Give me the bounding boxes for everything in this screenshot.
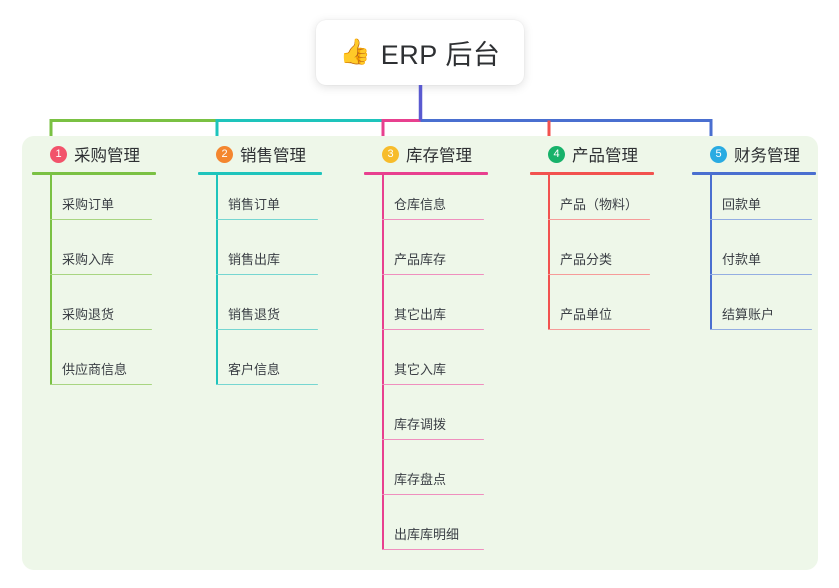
branch-leaf[interactable]: 库存调拨 bbox=[382, 410, 484, 440]
branch-leaf[interactable]: 采购退货 bbox=[50, 300, 152, 330]
thumbs-up-icon: 👍 bbox=[339, 38, 371, 66]
branch-leaf[interactable]: 库存盘点 bbox=[382, 465, 484, 495]
branch-leaf-rule bbox=[382, 273, 484, 275]
branches-panel bbox=[22, 136, 818, 570]
branch-header-rule bbox=[530, 172, 654, 175]
branch-number-badge: 5 bbox=[710, 145, 727, 163]
branch-number-badge: 1 bbox=[50, 145, 67, 163]
branch-number-badge: 4 bbox=[548, 145, 565, 163]
branch-leaf-rule bbox=[548, 273, 650, 275]
branch-leaf[interactable]: 仓库信息 bbox=[382, 190, 484, 220]
branch-leaf-rule bbox=[50, 383, 152, 385]
branch-leaf-rule bbox=[50, 218, 152, 220]
branch-leaf-label: 销售出库 bbox=[228, 252, 281, 267]
branch-leaf-label: 回款单 bbox=[722, 197, 762, 212]
branch-leaf[interactable]: 采购订单 bbox=[50, 190, 152, 220]
branch-leaf-label: 仓库信息 bbox=[394, 197, 447, 212]
branch-leaf[interactable]: 回款单 bbox=[710, 190, 812, 220]
branch-leaf[interactable]: 采购入库 bbox=[50, 245, 152, 275]
branch-header-rule bbox=[32, 172, 156, 175]
branch-title: 库存管理 bbox=[406, 147, 472, 165]
branch-leaf-label: 供应商信息 bbox=[62, 362, 128, 377]
branch-header-rule bbox=[198, 172, 322, 175]
branch-column-1: 1 采购管理采购订单采购入库采购退货供应商信息 bbox=[32, 136, 182, 385]
branch-column-4: 4 产品管理产品（物料） 产品分类产品单位 bbox=[530, 136, 680, 330]
branch-column-5: 5 财务管理回款单付款单结算账户 bbox=[692, 136, 839, 330]
branch-leaf-rule bbox=[382, 328, 484, 330]
branch-spine bbox=[50, 175, 52, 385]
branch-leaf-label: 库存调拨 bbox=[394, 417, 447, 432]
branch-leaf-label: 销售退货 bbox=[228, 307, 281, 322]
branch-leaf-rule bbox=[548, 218, 650, 220]
branch-leaf-rule bbox=[216, 383, 318, 385]
branch-header-3[interactable]: 3 库存管理 bbox=[364, 136, 514, 172]
branch-title: 财务管理 bbox=[734, 147, 800, 165]
branch-spine bbox=[216, 175, 218, 385]
branch-leaf-rule bbox=[710, 218, 812, 220]
branch-title: 销售管理 bbox=[240, 147, 306, 165]
branch-leaf-rule bbox=[382, 438, 484, 440]
branch-header-rule bbox=[692, 172, 816, 175]
branch-leaf-label: 产品库存 bbox=[394, 252, 447, 267]
branch-header-2[interactable]: 2 销售管理 bbox=[198, 136, 348, 172]
branch-leaf-label: 产品单位 bbox=[560, 307, 613, 322]
branch-leaf-label: 采购退货 bbox=[62, 307, 115, 322]
branch-leaf-rule bbox=[710, 328, 812, 330]
branch-header-4[interactable]: 4 产品管理 bbox=[530, 136, 680, 172]
branch-leaf[interactable]: 付款单 bbox=[710, 245, 812, 275]
branch-leaf[interactable]: 客户信息 bbox=[216, 355, 318, 385]
branch-leaf-label: 出库库明细 bbox=[394, 527, 460, 542]
branch-number-badge: 3 bbox=[382, 145, 399, 163]
branch-leaf-label: 产品（物料） bbox=[560, 197, 639, 212]
branch-leaf-rule bbox=[216, 218, 318, 220]
branch-leaf-rule bbox=[710, 273, 812, 275]
branch-leaf[interactable]: 销售订单 bbox=[216, 190, 318, 220]
branch-leaf-rule bbox=[382, 548, 484, 550]
branch-header-rule bbox=[364, 172, 488, 175]
branch-leaf-rule bbox=[216, 328, 318, 330]
branch-leaf[interactable]: 产品单位 bbox=[548, 300, 650, 330]
branch-title: 采购管理 bbox=[74, 147, 140, 165]
branch-leaf-label: 结算账户 bbox=[722, 307, 775, 322]
branch-leaf[interactable]: 出库库明细 bbox=[382, 520, 484, 550]
branch-leaf-label: 产品分类 bbox=[560, 252, 613, 267]
branch-leaf-label: 库存盘点 bbox=[394, 472, 447, 487]
branch-leaf-label: 采购入库 bbox=[62, 252, 115, 267]
branch-number-badge: 2 bbox=[216, 145, 233, 163]
branch-title: 产品管理 bbox=[572, 147, 638, 165]
branch-leaf[interactable]: 其它出库 bbox=[382, 300, 484, 330]
branch-columns: 1 采购管理采购订单采购入库采购退货供应商信息 2 销售管理销售订单销售出库销售退货客… bbox=[22, 136, 818, 570]
branch-leaf-rule bbox=[216, 273, 318, 275]
branch-leaf[interactable]: 销售退货 bbox=[216, 300, 318, 330]
branch-leaf-rule bbox=[548, 328, 650, 330]
branch-column-3: 3 库存管理仓库信息产品库存其它出库其它入库库存调拨库存盘点出库库明细 bbox=[364, 136, 514, 550]
branch-leaf[interactable]: 结算账户 bbox=[710, 300, 812, 330]
page-title: ERP 后台 bbox=[380, 40, 501, 70]
branch-leaf-label: 其它出库 bbox=[394, 307, 447, 322]
branch-header-5[interactable]: 5 财务管理 bbox=[692, 136, 839, 172]
branch-leaf[interactable]: 产品分类 bbox=[548, 245, 650, 275]
branch-spine bbox=[548, 175, 550, 330]
branch-leaf-label: 采购订单 bbox=[62, 197, 115, 212]
branch-column-2: 2 销售管理销售订单销售出库销售退货客户信息 bbox=[198, 136, 348, 385]
branch-spine bbox=[710, 175, 712, 330]
branch-leaf[interactable]: 供应商信息 bbox=[50, 355, 152, 385]
root-node-erp-backend[interactable]: 👍 ERP 后台 bbox=[316, 20, 524, 85]
branch-leaf-rule bbox=[382, 218, 484, 220]
branch-leaf[interactable]: 其它入库 bbox=[382, 355, 484, 385]
branch-header-1[interactable]: 1 采购管理 bbox=[32, 136, 182, 172]
branch-spine bbox=[382, 175, 384, 550]
branch-leaf[interactable]: 产品库存 bbox=[382, 245, 484, 275]
branch-leaf[interactable]: 销售出库 bbox=[216, 245, 318, 275]
branch-leaf-rule bbox=[382, 493, 484, 495]
branch-leaf[interactable]: 产品（物料） bbox=[548, 190, 650, 220]
branch-leaf-rule bbox=[50, 328, 152, 330]
branch-leaf-label: 销售订单 bbox=[228, 197, 281, 212]
branch-leaf-rule bbox=[382, 383, 484, 385]
branch-leaf-label: 付款单 bbox=[722, 252, 762, 267]
branch-leaf-rule bbox=[50, 273, 152, 275]
branch-leaf-label: 客户信息 bbox=[228, 362, 281, 377]
branch-leaf-label: 其它入库 bbox=[394, 362, 447, 377]
